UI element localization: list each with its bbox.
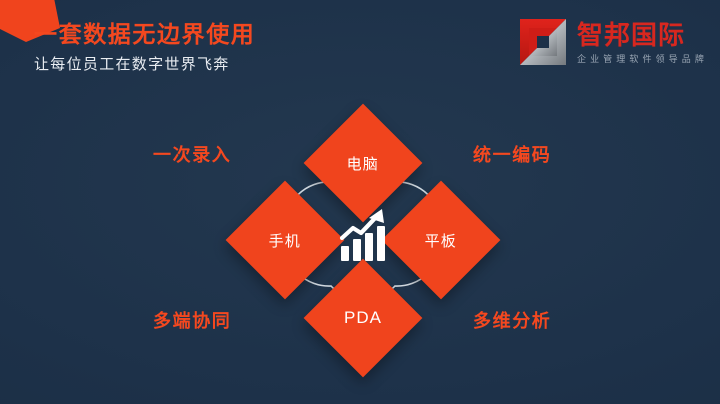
caption-top-right: 统一编码 xyxy=(473,145,552,165)
node-label-left: 手机 xyxy=(268,232,302,250)
caption-bottom-left: 多端协同 xyxy=(153,311,232,331)
brand-name: 智邦国际 xyxy=(576,20,685,50)
square-frame-logo-icon xyxy=(519,19,566,65)
brand-tagline: 企业管理软件领导品牌 xyxy=(576,54,708,64)
page-subtitle: 让每位员工在数字世界飞奔 xyxy=(34,56,230,73)
caption-top-left: 一次录入 xyxy=(153,145,232,165)
device-diagram: 电脑 手机 平板 PDA xyxy=(223,103,503,378)
node-label-right: 平板 xyxy=(424,232,458,250)
brand-logo: 智邦国际 企业管理软件领导品牌 xyxy=(519,16,708,66)
header-text-block: 一套数据无边界使用 让每位员工在数字世界飞奔 xyxy=(34,19,255,78)
corner-accent-wedge xyxy=(0,0,60,42)
bar-chart-growth-icon xyxy=(339,209,385,261)
node-label-top: 电脑 xyxy=(346,155,380,173)
brand-text-block: 智邦国际 企业管理软件领导品牌 xyxy=(577,16,708,66)
page-title: 一套数据无边界使用 xyxy=(34,21,256,47)
node-label-bottom: PDA xyxy=(344,308,382,327)
caption-bottom-right: 多维分析 xyxy=(473,311,552,331)
